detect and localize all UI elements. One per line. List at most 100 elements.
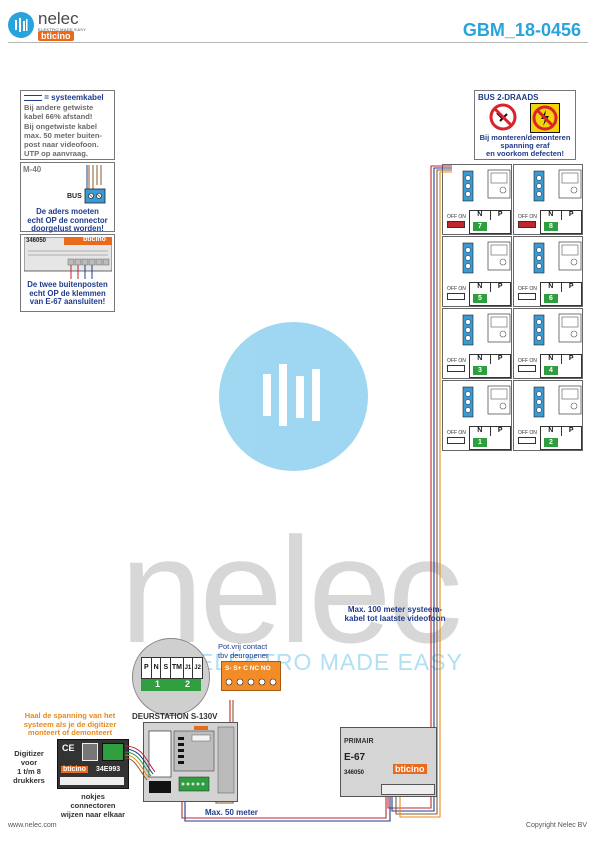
monitor-number: 5 bbox=[473, 294, 487, 303]
nokjes-line-1: nokjes connectoren bbox=[70, 792, 116, 810]
legend-line-1: = systeemkabel bbox=[44, 93, 104, 102]
monitor-switch-icon bbox=[518, 293, 536, 300]
bus-note-line-2: spanning eraf bbox=[500, 141, 550, 151]
digitizer-ribbon bbox=[125, 745, 156, 781]
legend-line-4: Bij ongetwiste kabel bbox=[24, 121, 98, 131]
door-terminal-zoom: P N S TM J1 J2 1 2 bbox=[132, 638, 210, 716]
terminal-j2: J2 bbox=[194, 665, 201, 671]
door-terminal-strip: P N S TM J1 J2 bbox=[141, 657, 203, 679]
digitizer-line-4: drukkers bbox=[13, 776, 45, 785]
monitor-n-label: N bbox=[541, 283, 562, 292]
door-station-device-icon bbox=[148, 726, 235, 794]
monitor-screen-icon bbox=[558, 385, 582, 415]
e67-detail-note: De twee buitenposten echt OP de klemmen … bbox=[21, 280, 114, 307]
orange-line-2: systeem als je de digitizer bbox=[23, 719, 117, 729]
bus-label: BUS bbox=[67, 193, 82, 200]
e67-note-line-1: De twee buitenposten bbox=[27, 280, 108, 289]
max100-note: Max. 100 meter systeem- kabel tot laatst… bbox=[330, 605, 460, 623]
legend-title: = systeemkabel bbox=[24, 93, 104, 102]
legend-line-2: Bij andere getwiste bbox=[24, 103, 94, 112]
monitor-np-box: N P 6 bbox=[540, 282, 582, 306]
e67-code: 346050 bbox=[344, 770, 365, 776]
monitor-number: 7 bbox=[473, 222, 487, 231]
watermark-circle bbox=[219, 322, 368, 471]
max100-line-2: kabel tot laatste videofoon bbox=[344, 614, 446, 623]
monitor-connector-icon bbox=[533, 386, 545, 418]
monitor-switch-icon bbox=[447, 221, 465, 228]
no-plug-warning-icon bbox=[489, 103, 517, 131]
legend-line-6: post naar videofoon. bbox=[24, 140, 99, 150]
monitor-screen-icon bbox=[558, 169, 582, 199]
monitor-number: 6 bbox=[544, 294, 558, 303]
bus-note-line-3: en voorkom defecten! bbox=[486, 149, 564, 159]
monitor-off-on: OFF ON bbox=[447, 286, 466, 292]
monitor-p-label: P bbox=[497, 427, 503, 434]
relay-module: S- S+ C NC NO bbox=[221, 661, 281, 691]
relay-terminal-labels: S- S+ C NC NO bbox=[225, 665, 271, 672]
monitor-p-label: P bbox=[497, 355, 503, 362]
monitor-switch-icon bbox=[518, 437, 536, 444]
monitor-screen-icon bbox=[487, 385, 511, 415]
terminal-p: P bbox=[142, 658, 152, 678]
legend-box: = systeemkabel Bij andere getwiste kabel… bbox=[20, 90, 115, 160]
bus-box: BUS 2-DRAADS Bij monteren/demonteren spa… bbox=[474, 90, 576, 160]
max100-line-1: Max. 100 meter systeem- bbox=[347, 605, 443, 614]
monitor-np-box: N P 4 bbox=[540, 354, 582, 378]
orange-line-3: monteert of demonteert bbox=[27, 728, 113, 738]
footer-right: Copyright Nelec BV bbox=[525, 822, 587, 829]
monitor-connector-icon bbox=[533, 314, 545, 346]
monitor-n-label: N bbox=[541, 211, 562, 220]
door-terminal-block bbox=[141, 679, 201, 691]
monitor-n-label: N bbox=[470, 211, 491, 220]
monitor-off-on: OFF ON bbox=[518, 214, 537, 220]
e67-brand: bticino bbox=[393, 764, 427, 774]
monitor-p-label: P bbox=[568, 283, 574, 290]
ce-mark-icon: CE bbox=[62, 743, 75, 753]
monitor-off-on: OFF ON bbox=[518, 286, 537, 292]
monitor-p-label: P bbox=[497, 211, 503, 218]
monitor-connector-icon bbox=[462, 386, 474, 418]
monitor-switch-icon bbox=[518, 365, 536, 372]
digitizer-note: Digitizer voor 1 t/m 8 drukkers bbox=[4, 749, 54, 785]
monitor-np-box: N P 8 bbox=[540, 210, 582, 234]
digitizer-terminal-strip bbox=[60, 777, 124, 785]
digitizer-module: CE bticino 34E993 bbox=[57, 739, 129, 789]
terminal-n: N bbox=[152, 658, 162, 678]
e67-device: PRIMAIR E-67 346050 bticino bbox=[340, 727, 437, 797]
e67-note-line-3: van E-67 aansluiten! bbox=[29, 297, 106, 306]
monitor-p-label: P bbox=[568, 355, 574, 362]
monitor-np-box: N P 1 bbox=[469, 426, 511, 450]
monitor-p-label: P bbox=[568, 427, 574, 434]
monitor-unit: OFF ON N P 5 bbox=[442, 236, 512, 307]
e67-primair: PRIMAIR bbox=[344, 738, 374, 745]
relay-screw-terminals-icon bbox=[225, 678, 277, 686]
legend-line-7: UTP op aanvraag. bbox=[24, 149, 89, 159]
monitor-off-on: OFF ON bbox=[447, 214, 466, 220]
m40-note-line-3: doorgelust worden! bbox=[31, 224, 104, 233]
m40-note: De aders moeten echt OP de connector doo… bbox=[21, 207, 114, 234]
potvrij-line-2: tbv deuropener bbox=[218, 650, 269, 660]
m40-box: M-40 BUS De aders moeten echt OP de conn… bbox=[20, 162, 115, 234]
orange-line-1: Haal de spanning van het bbox=[24, 711, 116, 720]
monitor-unit: OFF ON N P 7 bbox=[442, 164, 512, 235]
monitor-off-on: OFF ON bbox=[447, 358, 466, 364]
door-p-number: 2 bbox=[185, 679, 191, 689]
potvrij-note: Pot.vrij contact tbv deuropener bbox=[218, 642, 269, 660]
m40-title: M-40 bbox=[23, 165, 42, 174]
monitor-off-on: OFF ON bbox=[447, 430, 466, 436]
monitor-np-box: N P 3 bbox=[469, 354, 511, 378]
monitor-number: 8 bbox=[544, 222, 558, 231]
monitor-switch-icon bbox=[518, 221, 536, 228]
power-warning-note: Haal de spanning van het systeem als je … bbox=[4, 711, 136, 738]
monitor-unit: OFF ON N P 1 bbox=[442, 380, 512, 451]
monitor-number: 3 bbox=[473, 366, 487, 375]
nelec-logo-icon bbox=[8, 12, 34, 38]
monitor-off-on: OFF ON bbox=[518, 430, 537, 436]
monitor-switch-icon bbox=[447, 437, 465, 444]
monitor-number: 1 bbox=[473, 438, 487, 447]
monitor-np-box: N P 5 bbox=[469, 282, 511, 306]
monitor-screen-icon bbox=[558, 313, 582, 343]
monitor-switch-icon bbox=[447, 293, 465, 300]
digitizer-line-2: voor bbox=[20, 758, 38, 767]
monitor-screen-icon bbox=[487, 313, 511, 343]
